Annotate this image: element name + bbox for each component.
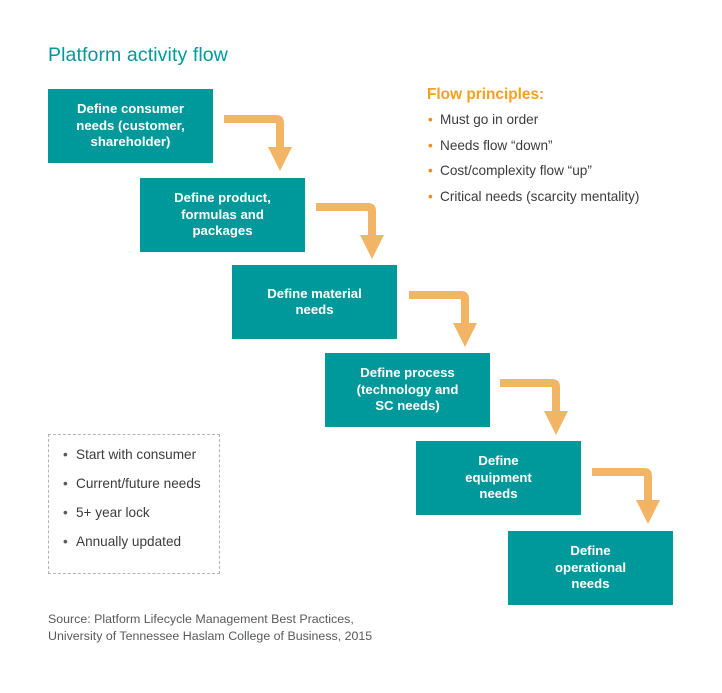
notes-list: • Start with consumer • Current/future n… <box>63 447 219 550</box>
bullet-icon: • <box>428 188 433 204</box>
flow-box-label: Define process (technology and SC needs) <box>356 365 459 414</box>
flow-principles-list: • Must go in order • Needs flow “down” •… <box>427 111 707 205</box>
list-item: • Critical needs (scarcity mentality) <box>427 188 707 205</box>
notes-panel: • Start with consumer • Current/future n… <box>48 434 220 574</box>
flow-box-label: Define product, formulas and packages <box>174 190 271 239</box>
bullet-icon: • <box>428 112 433 127</box>
flow-box-define-operational-needs[interactable]: Define operational needs <box>508 531 673 605</box>
flow-principles-panel: Flow principles: • Must go in order • Ne… <box>427 86 707 213</box>
flow-box-define-process-needs[interactable]: Define process (technology and SC needs) <box>325 353 490 427</box>
flow-box-label: Define consumer needs (customer, shareho… <box>76 101 185 150</box>
list-item: • Must go in order <box>427 111 707 128</box>
flow-arrow-1-to-2 <box>224 115 292 171</box>
source-citation: Source: Platform Lifecycle Management Be… <box>48 612 373 643</box>
list-item-label: Cost/complexity flow “up” <box>440 163 592 178</box>
list-item-label: Start with consumer <box>76 447 197 462</box>
bullet-icon: • <box>63 447 68 462</box>
flow-principles-title: Flow principles: <box>427 86 545 103</box>
flow-arrow-3-to-4 <box>409 291 477 347</box>
flow-arrow-4-to-5 <box>500 379 568 435</box>
bullet-icon: • <box>428 137 433 153</box>
list-item-label: Current/future needs <box>76 476 201 491</box>
page-title: Platform activity flow <box>48 44 228 66</box>
list-item-label: 5+ year lock <box>76 505 150 520</box>
list-item-label: Must go in order <box>440 112 539 127</box>
flow-arrow-2-to-3 <box>316 203 384 259</box>
flow-box-define-material-needs[interactable]: Define material needs <box>232 265 397 339</box>
flow-box-define-consumer-needs[interactable]: Define consumer needs (customer, shareho… <box>48 89 213 163</box>
list-item-label: Needs flow “down” <box>440 137 553 153</box>
flow-box-label: Define equipment needs <box>465 453 532 502</box>
bullet-icon: • <box>428 163 433 178</box>
list-item-label: Critical needs (scarcity mentality) <box>440 188 640 204</box>
flow-box-label: Define material needs <box>267 285 362 318</box>
list-item-label: Annually updated <box>76 534 182 549</box>
flow-box-label: Define operational needs <box>554 543 627 592</box>
bullet-icon: • <box>63 505 68 520</box>
flow-arrow-5-to-6 <box>592 468 660 524</box>
list-item: • Start with consumer <box>63 447 219 463</box>
list-item: • Needs flow “down” <box>427 137 707 154</box>
list-item: • Cost/complexity flow “up” <box>427 162 707 179</box>
bullet-icon: • <box>63 534 68 549</box>
flow-box-define-product-formulas-packages[interactable]: Define product, formulas and packages <box>140 178 305 252</box>
list-item: • 5+ year lock <box>63 505 219 521</box>
list-item: • Current/future needs <box>63 476 219 492</box>
bullet-icon: • <box>63 476 68 491</box>
list-item: • Annually updated <box>63 534 219 550</box>
flow-box-define-equipment-needs[interactable]: Define equipment needs <box>416 441 581 515</box>
